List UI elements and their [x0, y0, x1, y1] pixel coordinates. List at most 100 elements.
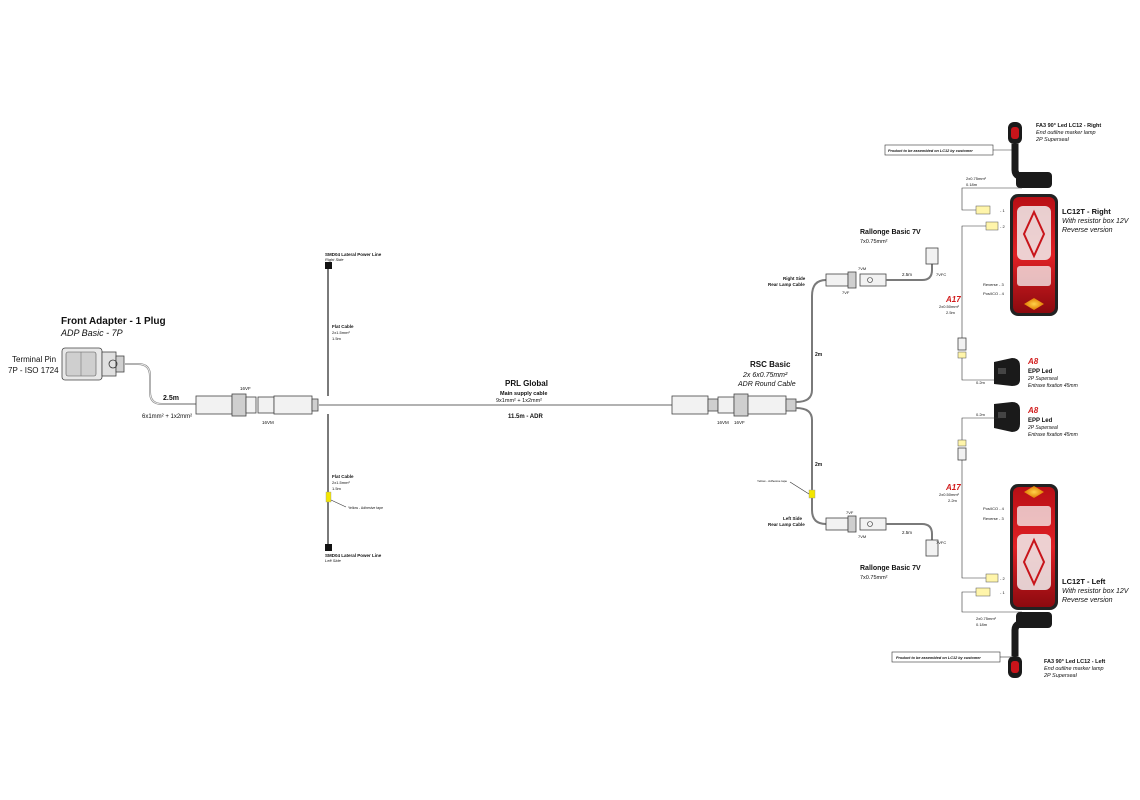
fa3-left: - 2 - 1 2x0.75mm² 0.18m Product to be as…	[891, 573, 1105, 679]
a17-top-len: 2.5m	[946, 310, 956, 315]
lc12t-right-line1: With resistor box 12V	[1062, 218, 1130, 225]
smd04-left: Yellow - Adhesive tape Flat Cable 2x1.5m…	[325, 414, 383, 563]
prl-length: 11.5m - ADR	[508, 414, 543, 420]
fa3-left-line2: 2P Superseal	[1043, 673, 1078, 679]
a17-bot-cable: 2x0.50mm²	[939, 492, 960, 497]
rsc-tape: Yellow - Adhesive tape	[757, 479, 787, 483]
right-rear-p3: 7VFC	[936, 272, 946, 277]
fa3-right-pin1: - 1	[1000, 208, 1005, 213]
a17-bot-title: A17	[945, 483, 961, 492]
right-rear-title2: Rear Lamp Cable	[768, 282, 805, 287]
fa3-right-len: 0.18m	[966, 182, 978, 187]
lc12t-right-title: LC12T - Right	[1062, 207, 1111, 216]
fa3-right: FA3 90° Led LC12 - Right End outline mar…	[884, 122, 1101, 231]
a8-top-line1: 2P Superseal	[1027, 376, 1059, 382]
iso-label: 7P - ISO 1724	[8, 366, 59, 375]
fa3-left-note: Product to be assembled on LC12 by custo…	[896, 656, 981, 660]
lc12t-left: LC12T - Left With resistor box 12V Rever…	[983, 484, 1130, 610]
left-rear-lamp-cable: Left Side Rear Lamp Cable 7VF 7VM 2.5m 7…	[768, 510, 946, 581]
smd04-left-cable-title: Flat Cable	[332, 474, 354, 479]
smd04-left-side: Left Side	[325, 558, 342, 563]
smd04-left-tape: Yellow - Adhesive tape	[348, 506, 383, 510]
fa3-left-line1: End outline marker lamp	[1044, 666, 1104, 672]
lc12t-right-line2: Reverse version	[1062, 227, 1113, 234]
a8-bot-len: 0.2m	[976, 412, 986, 417]
plug-16vm-rsc-label: 16VM	[717, 420, 729, 425]
fa3-right-line2: 2P Superseal	[1035, 137, 1070, 143]
fa3-right-lamp-icon	[1008, 122, 1052, 188]
smd04-right-title: SMD04 Lateral Power Line	[325, 252, 382, 257]
prl-line2: 9x1mm² + 1x2mm²	[496, 398, 542, 404]
lc12t-right-rev: Reverse - 3	[983, 282, 1004, 287]
a8-top: A8 EPP Led 2P Superseal Entraxe fixation…	[976, 357, 1078, 389]
smd04-right: SMD04 Lateral Power Line Right Side Flat…	[325, 252, 382, 396]
rsc-len-top: 2m	[815, 352, 823, 358]
rallonge-bot-spec: 7x0.75mm²	[860, 575, 888, 581]
smd04-right-side: Right Side	[325, 257, 344, 262]
smd04-right-block-icon	[325, 262, 332, 269]
plug-16vf-rsc-label: 16VF	[734, 420, 745, 425]
left-rear-p3: 7VFC	[936, 540, 946, 545]
a17-top-cable: 2x0.50mm²	[939, 304, 960, 309]
epp-top-lamp-icon	[994, 358, 1020, 386]
prl-title: PRL Global	[505, 379, 548, 388]
a8-top-name: EPP Led	[1028, 369, 1053, 375]
smd04-right-cable-title: Flat Cable	[332, 324, 354, 329]
plug-16vf-label: 16VF	[240, 386, 251, 391]
fa3-right-note: Product to be assembled on LC12 by custo…	[888, 149, 973, 153]
a8-top-len: 0.2m	[976, 380, 986, 385]
left-rear-p2: 7VM	[858, 534, 866, 539]
a17-top: A17 2x0.50mm² 2.5m	[939, 295, 1000, 381]
rsc-basic: RSC Basic 2x 6x0.75mm² ADR Round Cable 2…	[737, 279, 827, 525]
right-rear-p1: 7VM	[858, 266, 866, 271]
left-rear-len: 2.5m	[902, 530, 912, 535]
lc12t-right: LC12T - Right With resistor box 12V Reve…	[961, 194, 1130, 340]
fa3-left-cable: 2x0.75mm²	[976, 616, 997, 621]
a8-top-line2: Entraxe fixation 45mm	[1028, 383, 1078, 389]
rallonge-top-title: Rallonge Basic 7V	[860, 229, 921, 236]
a8-bot-line1: 2P Superseal	[1027, 425, 1059, 431]
fa3-left-pin1: - 1	[1000, 590, 1005, 595]
rallonge-top-spec: 7x0.75mm²	[860, 239, 888, 245]
a17-top-title: A17	[945, 295, 961, 304]
fa3-left-title: FA3 90° Led LC12 - Left	[1044, 659, 1105, 665]
right-rear-title1: Right Side	[783, 276, 806, 281]
connector-16vm-16vf-rsc	[671, 393, 797, 417]
prl-global: PRL Global Main supply cable 9x1mm² + 1x…	[318, 379, 797, 425]
a8-bot: A8 EPP Led 2P Superseal Entraxe fixation…	[961, 402, 1078, 440]
prl-line1: Main supply cable	[500, 391, 547, 397]
rsc-title: RSC Basic	[750, 360, 791, 369]
rsc-line2: ADR Round Cable	[737, 381, 796, 388]
a17-bot: A17 2x0.50mm² 2.2m	[939, 439, 986, 579]
front-adapter-title: Front Adapter - 1 Plug	[61, 316, 166, 327]
left-rear-title1: Left Side	[783, 516, 802, 521]
fa3-left-len: 0.18m	[976, 622, 988, 627]
a8-bot-line2: Entraxe fixation 45mm	[1028, 432, 1078, 438]
plug-7vfc-top-icon	[925, 247, 939, 265]
rsc-len-bot: 2m	[815, 462, 823, 468]
rsc-line1: 2x 6x0.75mm²	[742, 372, 788, 379]
smd04-left-cable-len: 1.5m	[332, 486, 342, 491]
right-rear-lamp-cable: Right Side Rear Lamp Cable 7VM 7VF 2.5m …	[768, 229, 946, 295]
left-rear-title2: Rear Lamp Cable	[768, 522, 805, 527]
lc12t-right-pos: Pos/ICO - 4	[983, 291, 1005, 296]
rsc-tape-icon	[808, 489, 816, 499]
lc12t-left-line2: Reverse version	[1062, 597, 1113, 604]
smd04-right-cable-spec: 2x1.5mm²	[332, 330, 350, 335]
epp-bot-lamp-icon	[994, 402, 1020, 432]
front-adapter-length: 2.5m	[163, 395, 179, 402]
rallonge-bot-title: Rallonge Basic 7V	[860, 565, 921, 572]
fa3-right-title: FA3 90° Led LC12 - Right	[1036, 123, 1101, 129]
a8-top-title: A8	[1027, 357, 1039, 366]
lc12t-left-line1: With resistor box 12V	[1062, 588, 1130, 595]
right-rear-len: 2.5m	[902, 272, 912, 277]
iso-plug	[61, 347, 125, 381]
a8-bot-name: EPP Led	[1028, 418, 1053, 424]
smd04-left-tape-icon	[325, 491, 332, 503]
fa3-right-cable: 2x0.75mm²	[966, 176, 987, 181]
left-rear-p1: 7VF	[846, 510, 854, 515]
right-rear-p2: 7VF	[842, 290, 850, 295]
smd04-right-cable-len: 1.5m	[332, 336, 342, 341]
terminal-pin-label: Terminal Pin	[12, 355, 56, 364]
front-adapter: Front Adapter - 1 Plug ADP Basic - 7P Te…	[8, 316, 319, 425]
